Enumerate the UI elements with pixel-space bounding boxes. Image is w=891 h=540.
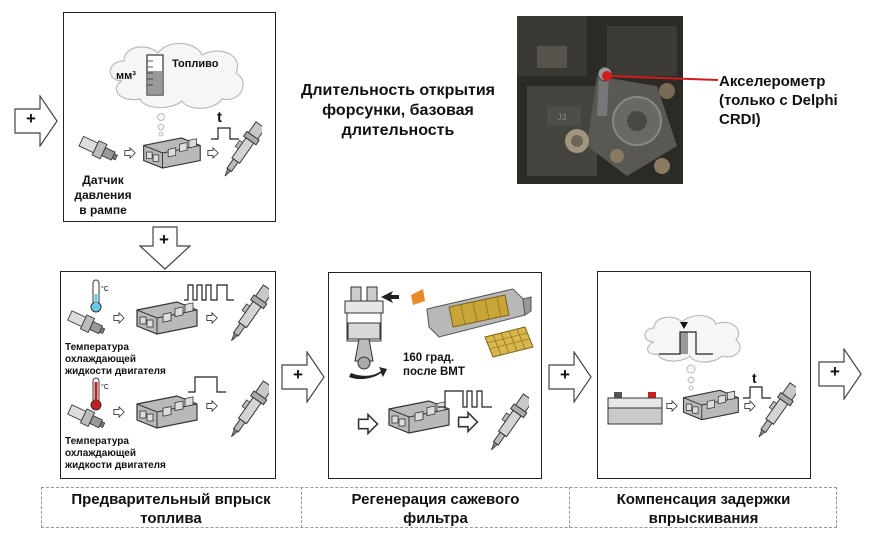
injector-icon [229,280,269,348]
small-arrow-icon [666,400,678,412]
plus-sign: + [159,230,169,249]
injector-icon [222,117,262,183]
rail-sensor-label-1: Датчик [82,173,124,187]
plus-sign: + [560,365,570,384]
accelerometer-label: Акселерометр (только с Delphi CRDI) [719,72,884,129]
caption-delay-line-1: Компенсация задержки [616,491,791,508]
accelerometer-pointer [602,71,719,81]
caption-regeneration-line-2: фильтра [403,510,468,527]
injector-icon [756,378,796,444]
title-line-3: длительность [341,122,455,139]
post-injection-signal-icon [438,390,492,408]
small-arrow-icon [207,147,219,159]
caption-preinjection: Предварительный впрыск топлива [41,490,301,528]
accelerometer-line-3: CRDI) [719,111,761,128]
cold-thermometer-icon [90,279,102,313]
temp-sensor-icon [63,400,109,434]
rail-sensor-label-2: давления [74,188,132,202]
accelerometer-line-1: Акселерометр [719,73,826,90]
flow-arrow-out: + [818,348,862,400]
small-arrow-icon [744,400,756,412]
plus-sign: + [26,109,36,128]
regeneration-panel: 160 град. после ВМТ [328,272,542,479]
injection-duration-title: Длительность открытия форсунки, базовая … [283,81,513,141]
unit-label: мм³ [116,70,136,82]
injector-icon [489,389,529,457]
svg-text:J3: J3 [557,112,567,122]
ecu-icon [131,392,201,432]
battery-icon [607,392,663,425]
plus-sign: + [293,365,303,384]
filter-core-icon [484,326,534,358]
coolant-temp-label-b-3: жидкости двигателя [65,460,166,471]
time-label: t [752,370,757,386]
flow-arrow-down: + [139,226,191,270]
coolant-temp-label-a-2: охлаждающей [65,354,137,365]
engine-photo: J3 [517,16,683,184]
small-arrow-icon [206,400,218,412]
angle-label-1: 160 град. [403,352,455,364]
ecu-icon [678,386,742,424]
angle-label-2: после ВМТ [403,366,465,378]
deg-c-label: °C [101,286,109,293]
particulate-filter-icon [411,288,532,338]
multi-pulse-signal-icon [184,284,234,301]
thought-bubbles [157,113,165,137]
delay-compensation-panel: t [597,271,811,479]
caption-preinjection-line-2: топлива [140,510,202,527]
measuring-cylinder-icon [146,54,164,96]
deg-c-label: °C [101,384,109,391]
flow-arrow-right: + [548,351,592,403]
injector-icon [229,376,269,444]
piston-cylinder-icon [344,286,399,380]
small-arrow-icon [113,312,125,324]
ecu-icon [131,298,201,338]
caption-regeneration: Регенерация сажевого фильтра [301,490,570,528]
small-arrow-icon [124,147,136,159]
accelerometer-line-2: (только с Delphi [719,92,838,109]
coolant-temp-label-a-1: Температура [65,342,129,353]
coolant-temp-label-b-2: охлаждающей [65,448,137,459]
rail-sensor-label-3: в рампе [79,203,127,217]
coolant-temp-label-a-3: жидкости двигателя [65,366,166,377]
coolant-temp-label-b-1: Температура [65,436,129,447]
caption-preinjection-line-1: Предварительный впрыск [71,491,271,508]
ecu-icon [138,133,204,173]
caption-delay-line-2: впрыскивания [648,510,759,527]
pulse-signal-icon [188,376,226,393]
caption-delay: Компенсация задержки впрыскивания [570,490,837,528]
base-injection-panel: мм³ Топливо t Датчик давления в рампе [63,12,276,222]
plus-sign: + [830,362,840,381]
engine-photo-image: J3 [517,16,683,184]
hot-thermometer-icon [90,377,102,411]
caption-strip [41,487,837,528]
pre-injection-panel: °C Температура охлаждающей жидкости двиг… [60,271,276,479]
thought-cloud [644,314,741,363]
caption-divider [301,487,570,528]
pressure-sensor-icon [76,131,120,167]
flow-arrow-right: + [281,351,325,403]
thought-cloud [109,42,244,109]
small-arrow-icon [206,312,218,324]
small-arrow-icon [113,406,125,418]
arrow-icon [357,413,379,435]
arrow-icon [457,411,479,433]
title-line-2: форсунки, базовая [322,102,474,119]
pulse-signal-icon [743,386,771,399]
delay-pulse-icon [659,322,713,355]
pulse-signal-icon [211,127,239,140]
flow-arrow-in: + [14,95,58,147]
fuel-label: Топливо [172,58,219,70]
time-label: t [217,109,222,126]
temp-sensor-icon [63,306,109,340]
title-line-1: Длительность открытия [300,82,496,99]
caption-regeneration-line-1: Регенерация сажевого [351,491,520,508]
thought-bubbles [686,364,696,391]
